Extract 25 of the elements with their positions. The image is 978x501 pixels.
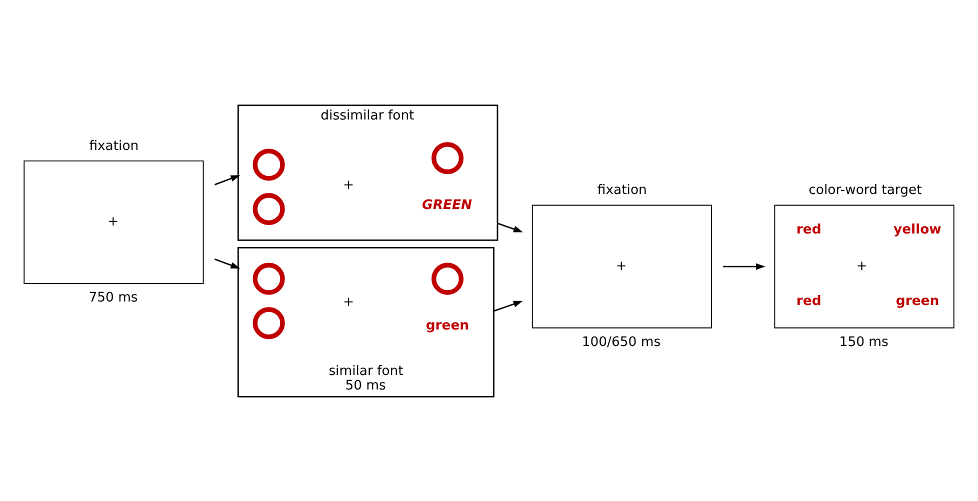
node-box: +	[532, 204, 712, 328]
node-label: fixation	[89, 138, 139, 154]
node-text: GREEN	[422, 197, 472, 212]
arrow	[493, 300, 523, 312]
node-text: green	[426, 318, 470, 333]
node-box: red yellow + red green	[774, 204, 954, 328]
node-text: +	[342, 294, 354, 310]
node-circle	[252, 148, 285, 180]
arrow	[214, 258, 240, 268]
node-circle	[252, 262, 285, 294]
arrow	[214, 174, 240, 185]
node-label: fixation	[597, 182, 647, 198]
node-circle	[431, 262, 464, 294]
node-label: color-word target	[808, 182, 922, 198]
arrow	[723, 262, 766, 270]
node-box: +	[24, 160, 204, 284]
node-label: 750 ms	[88, 290, 138, 306]
node-label: 150 ms	[839, 334, 888, 350]
node-circle	[252, 306, 285, 339]
node-label: 100/650 ms	[582, 334, 661, 350]
node-label: 50 ms	[345, 378, 386, 393]
node-circle	[431, 142, 464, 174]
node-circle	[252, 192, 285, 225]
arrow	[497, 222, 524, 232]
node-text: +	[342, 177, 354, 192]
